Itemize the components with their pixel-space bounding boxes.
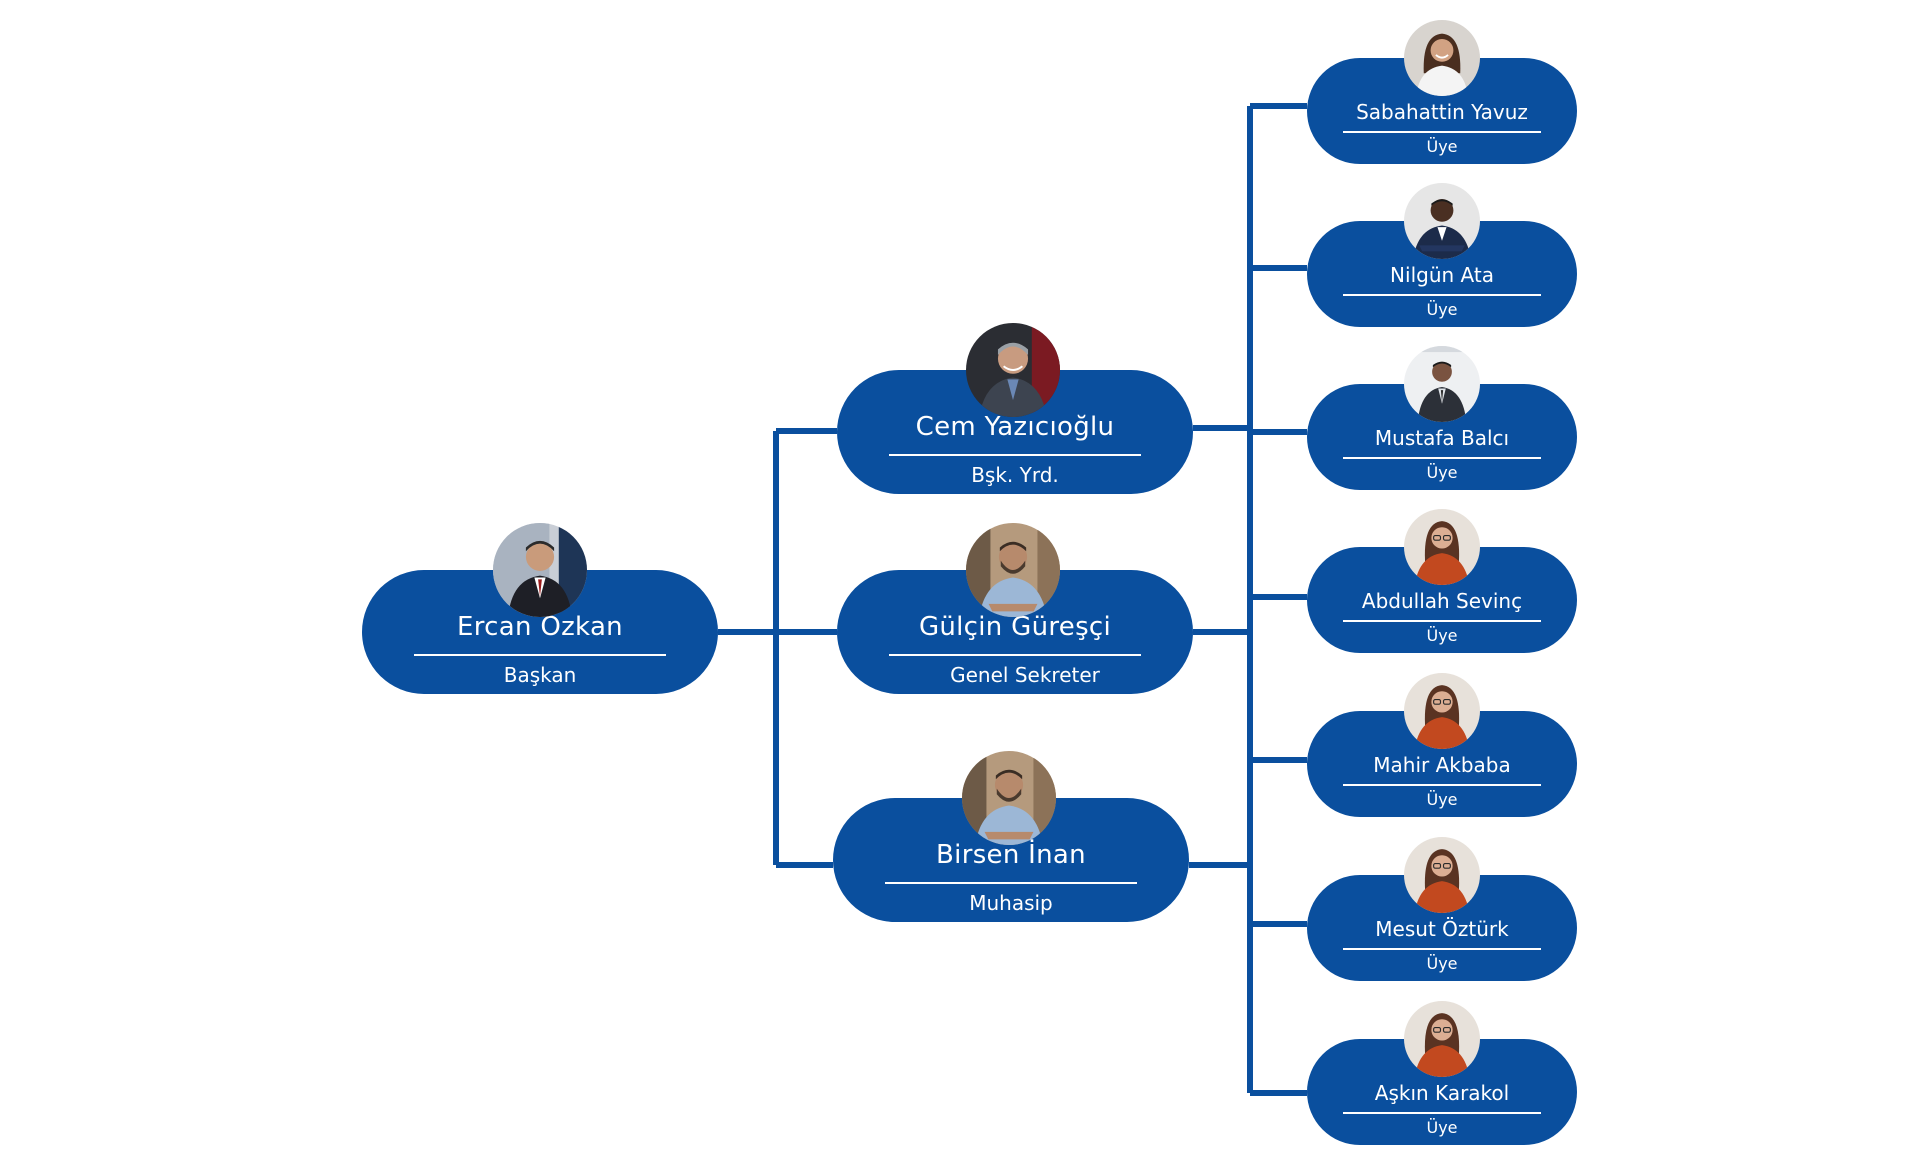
node-role: Üye [1426,790,1458,809]
node-role: Üye [1426,954,1458,973]
root-node[interactable]: Ercan Özkan Başkan [362,570,718,694]
woman-glasses-red-top-avatar-icon [1404,1001,1480,1077]
node-role: Üye [1426,626,1458,645]
node-role: Üye [1426,300,1458,319]
node-divider [1343,294,1541,296]
node-divider [1343,948,1541,950]
woman-glasses-red-top-avatar-icon [1404,673,1480,749]
node-divider [889,454,1141,456]
member-node[interactable]: Mustafa Balcı Üye [1307,384,1577,490]
node-name: Abdullah Sevinç [1361,589,1523,613]
node-divider [1343,457,1541,459]
node-name: Birsen İnan [936,840,1086,870]
bearded-man-blue-shirt-avatar-icon [966,523,1060,617]
smiling-woman-white-top-avatar-icon [1404,20,1480,96]
node-name: Aşkın Karakol [1374,1081,1510,1105]
node-divider [414,654,666,656]
node-divider [1343,131,1541,133]
node-name: Ercan Özkan [457,612,623,642]
woman-glasses-red-top-avatar-icon [1404,837,1480,913]
node-divider [885,882,1137,884]
node-role: Muhasip [969,891,1053,915]
node-role: Üye [1426,463,1458,482]
node-name: Mesut Öztürk [1375,917,1509,941]
man-grey-hair-blazer-avatar-icon [966,323,1060,417]
node-name: Sabahattin Yavuz [1356,100,1528,124]
node-name: Mustafa Balcı [1374,426,1510,450]
bearded-man-blue-shirt-avatar-icon [962,751,1056,845]
node-divider [1343,620,1541,622]
node-role: Genel Sekreter [950,663,1100,687]
woman-glasses-red-top-avatar-icon [1404,509,1480,585]
node-divider [1343,784,1541,786]
officer-node[interactable]: Gülçin Güreşçi Genel Sekreter [837,570,1193,694]
node-role: Bşk. Yrd. [971,463,1059,487]
man-navy-suit-arms-crossed-avatar-icon [1404,183,1480,259]
node-role: Başkan [503,663,577,687]
node-name: Gülçin Güreşçi [918,612,1112,642]
node-name: Cem Yazıcıoğlu [915,412,1115,442]
man-dark-suit-avatar-icon [1404,346,1480,422]
node-name: Mahir Akbaba [1373,753,1511,777]
node-divider [889,654,1141,656]
node-role: Üye [1426,1118,1458,1137]
node-divider [1343,1112,1541,1114]
node-role: Üye [1426,137,1458,156]
node-name: Nilgün Ata [1390,263,1494,287]
man-suit-tie-avatar-icon [493,523,587,617]
